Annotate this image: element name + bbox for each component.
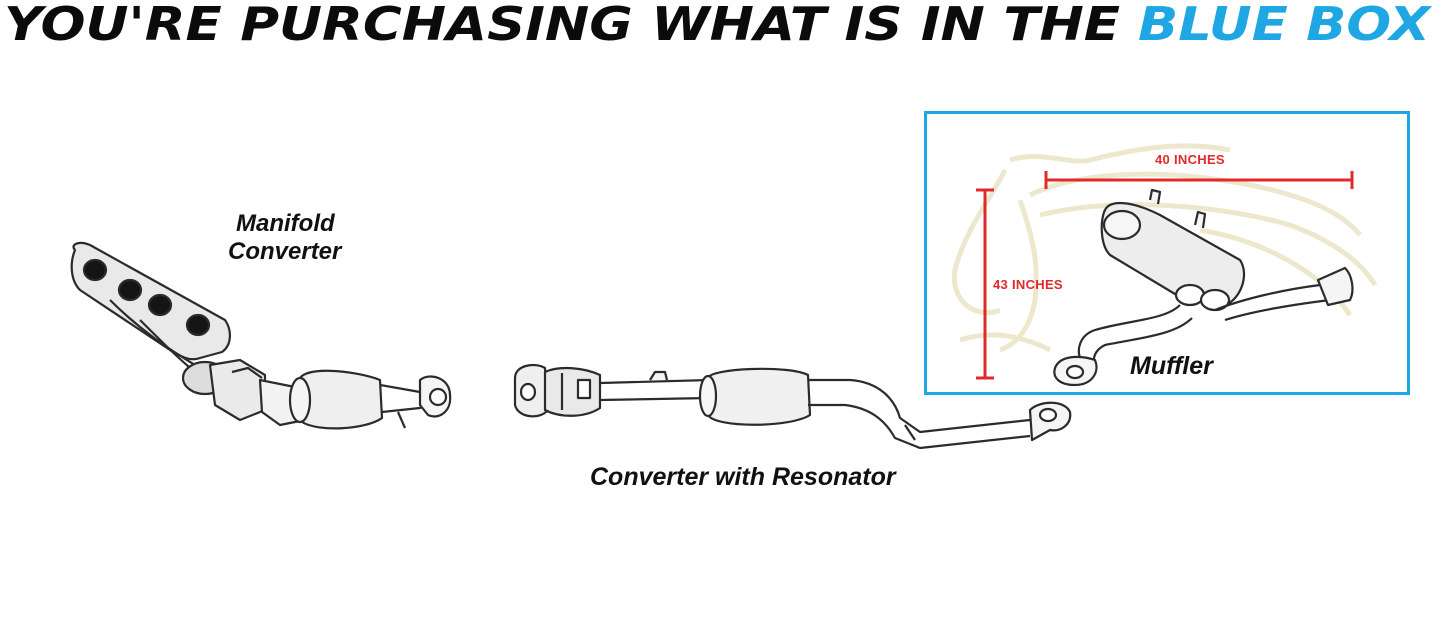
manifold-label-line1: Manifold <box>236 210 335 237</box>
headline-highlight: BLUE BOX <box>1138 0 1433 51</box>
headline: YOU'RE PURCHASING WHAT IS IN THE BLUE BO… <box>0 0 1445 60</box>
muffler-drawing <box>1053 188 1354 387</box>
dimension-40-inches-label: 40 INCHES <box>1155 152 1225 167</box>
manifold-converter-label: Manifold Converter <box>228 210 341 265</box>
manifold-converter-drawing <box>70 241 452 430</box>
dimension-43-inches-label: 43 INCHES <box>993 277 1063 292</box>
dimension-43-inches-line <box>976 188 994 380</box>
dimension-40-inches-line <box>1044 171 1354 189</box>
headline-svg: YOU'RE PURCHASING WHAT IS IN THE BLUE BO… <box>4 0 1433 51</box>
muffler-label: Muffler <box>1130 352 1213 380</box>
headline-prefix: YOU'RE PURCHASING WHAT IS IN THE <box>4 0 1120 51</box>
manifold-label-line2: Converter <box>228 237 342 265</box>
converter-resonator-drawing <box>513 363 1072 450</box>
blue-box-highlight <box>924 111 1410 395</box>
converter-resonator-label: Converter with Resonator <box>590 463 896 491</box>
